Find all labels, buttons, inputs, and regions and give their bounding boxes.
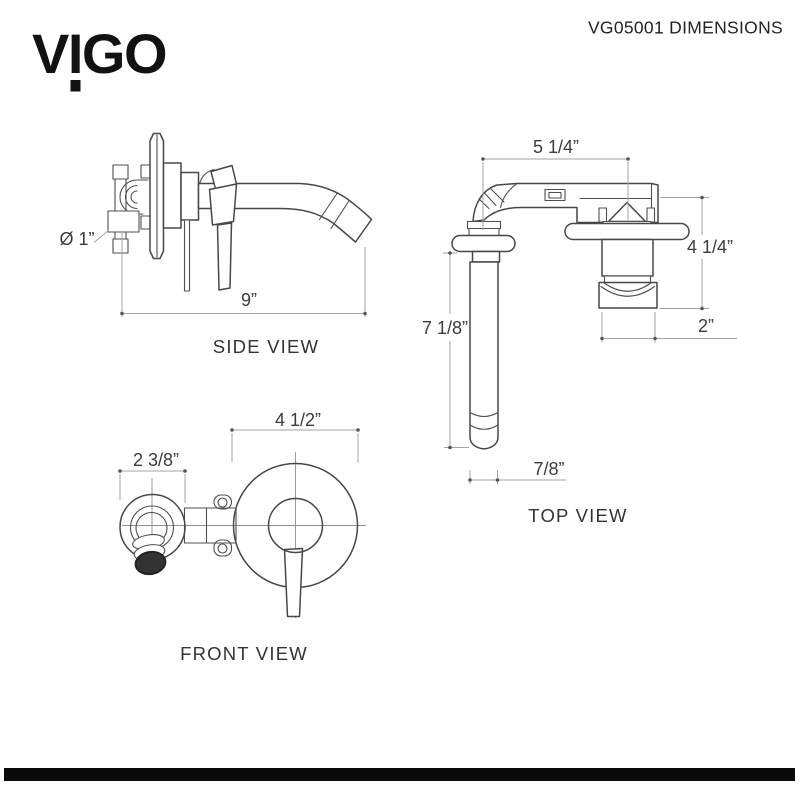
dim-spout-diameter: 7/8” — [533, 459, 564, 479]
top-handle-body — [601, 238, 654, 277]
footer-bar — [4, 768, 795, 781]
front-spout-opening — [134, 550, 167, 576]
sheet-title: VG05001 DIMENSIONS — [588, 18, 783, 38]
top-spout-pipe — [469, 261, 499, 450]
front-view-dimensions: 4 1/2” 2 3/8” FRONT VIEW — [118, 410, 360, 664]
top-spout-escutcheon — [451, 234, 516, 253]
front-view-label: FRONT VIEW — [180, 643, 308, 664]
supply-stub — [183, 219, 191, 292]
logo-text: VIGO — [32, 22, 166, 85]
brand-logo: VIGO — [32, 22, 168, 92]
front-view-drawing — [119, 452, 366, 618]
top-view-dimensions: 5 1/4” 4 1/4” 7 1/8” 7/8” 2” TOP VIEW — [422, 137, 737, 526]
top-view-drawing — [451, 182, 690, 450]
front-handle-lever — [283, 547, 304, 618]
top-view-label: TOP VIEW — [528, 505, 627, 526]
top-spout-arm — [472, 182, 659, 224]
top-handle-escutcheon — [564, 222, 690, 241]
dim-supply-diameter: Ø 1” — [59, 229, 94, 249]
side-spout — [197, 182, 373, 243]
dim-handle-depth: 4 1/4” — [687, 237, 733, 257]
dim-total-length: 9” — [241, 290, 257, 310]
dim-spout-plate-diameter: 2 3/8” — [133, 450, 179, 470]
dim-spout-reach: 7 1/8” — [422, 318, 468, 338]
supply-elbow-block — [107, 210, 140, 233]
logo-i-dot — [70, 80, 81, 92]
dim-spout-to-handle: 5 1/4” — [533, 137, 579, 157]
dim-handle-width: 2” — [698, 316, 714, 336]
side-handle-lever — [216, 222, 233, 291]
side-view-dimensions: Ø 1” 9” SIDE VIEW — [59, 229, 367, 357]
side-view-label: SIDE VIEW — [213, 336, 319, 357]
dim-plate-diameter: 4 1/2” — [275, 410, 321, 430]
side-view-drawing — [107, 132, 373, 292]
